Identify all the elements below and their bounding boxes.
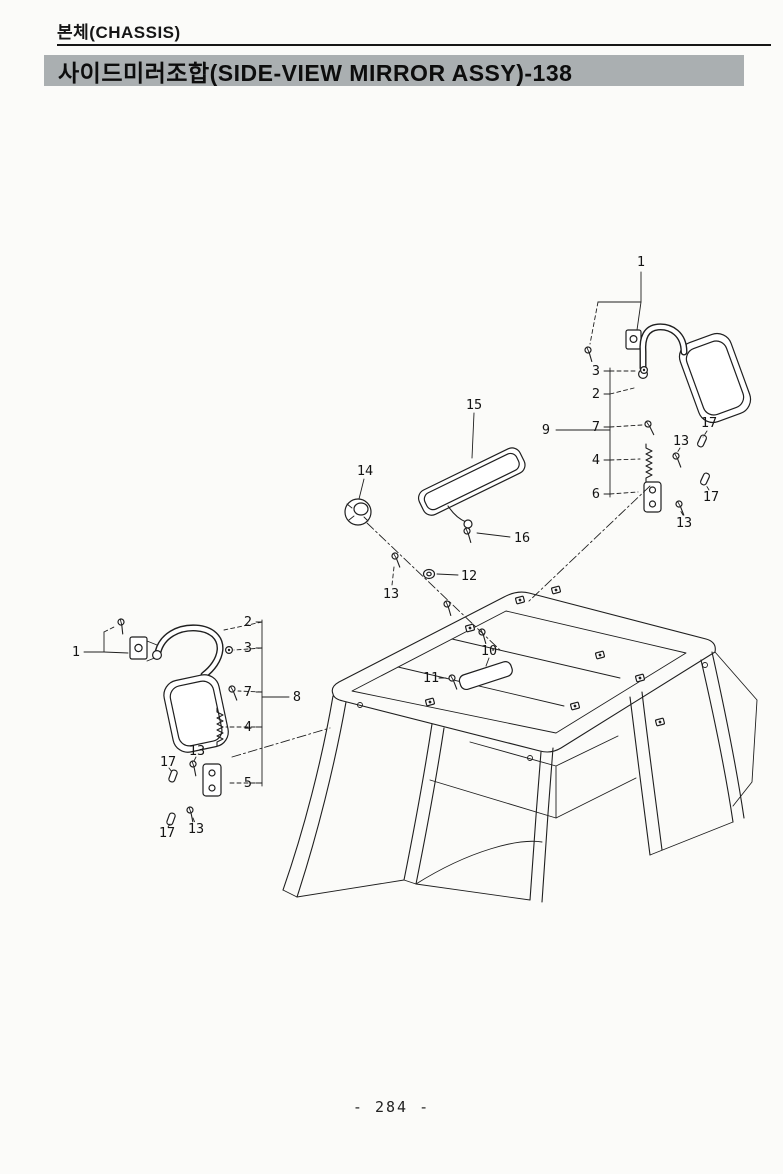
callout-label-4: 4 [592,452,600,468]
right-mirror-assembly [527,271,752,603]
callout-label-17: 17 [701,415,717,431]
callout-label-6: 6 [592,486,600,502]
cab-frame-drawing [282,585,758,903]
page-number: - 284 - [352,1098,431,1116]
callout-label-1: 1 [637,254,645,270]
callout-label-3: 3 [592,363,600,379]
callout-label-7: 7 [244,684,252,700]
header-rule [57,44,771,46]
callout-label-8: 8 [293,689,301,705]
callout-label-17: 17 [159,825,175,841]
callout-label-17: 17 [160,754,176,770]
callout-label-7: 7 [592,419,600,435]
callout-label-14: 14 [357,463,373,479]
section-label: 본체(CHASSIS) [57,23,181,42]
callout-label-1: 1 [72,644,80,660]
callout-label-13: 13 [188,821,204,837]
callout-label-3: 3 [244,640,252,656]
callout-label-17: 17 [703,489,719,505]
callout-label-16: 16 [514,530,530,546]
left-mirror-assembly [83,617,331,828]
callout-label-5: 5 [244,775,252,791]
callout-label-13: 13 [673,433,689,449]
callout-label-2: 2 [244,614,252,630]
callout-label-11: 11 [423,670,439,686]
inner-mirror-parts [344,412,526,691]
callout-label-13: 13 [676,515,692,531]
callout-label-2: 2 [592,386,600,402]
callout-label-12: 12 [461,568,477,584]
callout-label-4: 4 [244,719,252,735]
title-bar: 사이드미러조합(SIDE-VIEW MIRROR ASSY)-138 [44,55,744,86]
page-title: 사이드미러조합(SIDE-VIEW MIRROR ASSY)-138 [58,59,573,86]
callout-label-15: 15 [466,397,482,413]
callout-label-9: 9 [542,422,550,438]
callout-label-13: 13 [189,743,205,759]
callout-label-13: 13 [383,586,399,602]
callout-label-10: 10 [481,643,497,659]
